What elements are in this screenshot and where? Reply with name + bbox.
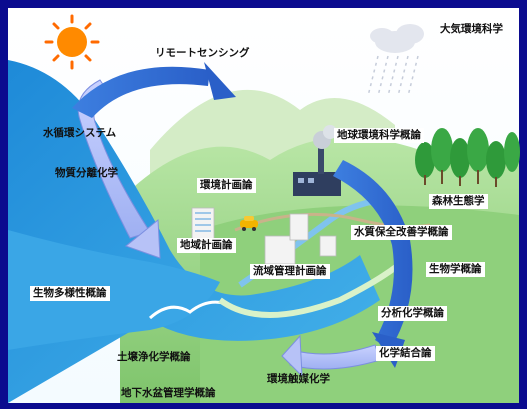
cycle-arrow-left-head	[124, 218, 161, 259]
label-global-environment-intro: 地球環境科学概論	[334, 128, 424, 143]
city-buildings	[191, 207, 337, 265]
cycle-arrow-right	[333, 160, 413, 350]
label-atmospheric-science: 大気環境科学	[440, 23, 503, 35]
label-biodiversity-intro: 生物多様性概論	[30, 286, 110, 301]
label-soil-remediation-chemistry-intro: 土壌浄化学概論	[117, 351, 191, 363]
label-water-cycle-system: 水循環システム	[43, 127, 117, 139]
label-environmental-planning: 環境計画論	[197, 178, 256, 193]
label-groundwater-basin-management-intro: 地下水盆管理学概論	[121, 387, 216, 399]
sun-icon	[44, 14, 100, 70]
label-physical-separation-chemistry: 物質分離化学	[55, 167, 118, 179]
label-regional-planning: 地域計画論	[177, 238, 236, 253]
cycle-arrow-bottom-head	[281, 334, 303, 378]
cycle-arrow-top-head	[204, 62, 236, 100]
forest	[415, 128, 520, 187]
label-water-quality-improvement-intro: 水質保全改善学概論	[351, 225, 452, 240]
cycle-arrow-top	[72, 66, 210, 118]
shoreline	[218, 252, 413, 318]
label-chemical-bonding: 化学結合論	[376, 346, 435, 361]
label-watershed-management-planning: 流域管理計画論	[250, 264, 330, 279]
label-analytical-chemistry-intro: 分析化学概論	[378, 306, 447, 321]
factory-icon	[293, 125, 341, 196]
bay	[8, 230, 220, 350]
label-biology-intro: 生物学概論	[426, 262, 485, 277]
car-icon	[240, 216, 258, 231]
label-remote-sensing: リモートセンシング	[155, 47, 250, 59]
label-forest-ecology: 森林生態学	[429, 194, 488, 209]
label-environmental-catalysis-chemistry: 環境触媒化学	[267, 373, 330, 385]
cloud-icon	[367, 24, 424, 97]
